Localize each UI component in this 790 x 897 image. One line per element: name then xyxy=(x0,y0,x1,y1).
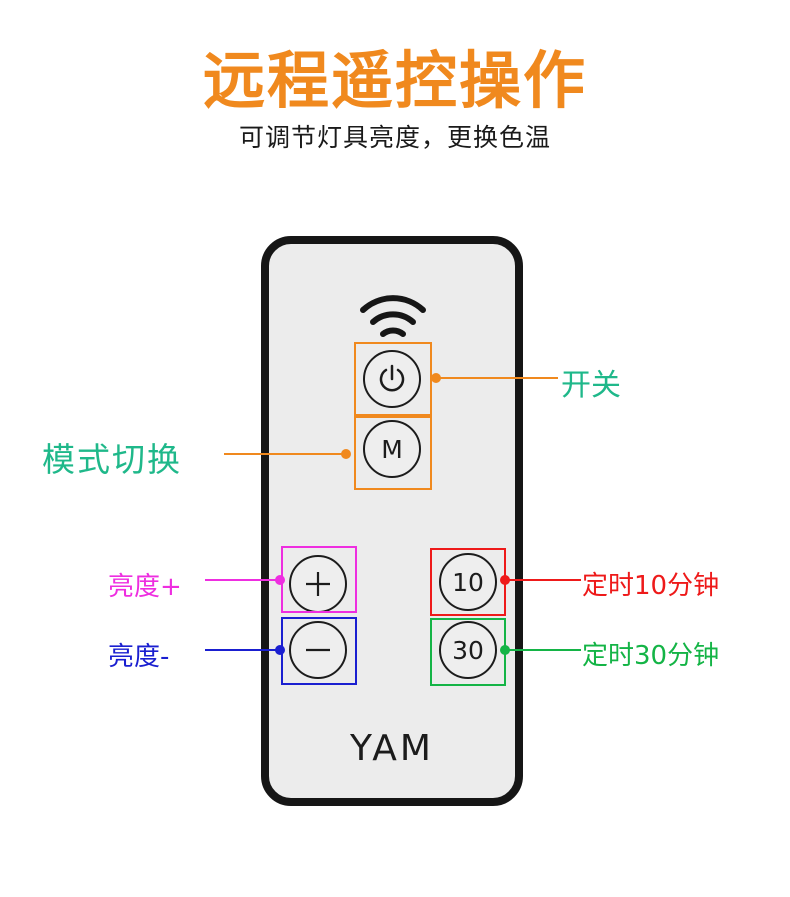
brightness-up-callout-label: 亮度+ xyxy=(108,572,182,602)
minus-icon xyxy=(306,648,330,652)
timer-10-callout-label: 定时10分钟 xyxy=(582,571,720,601)
brightness-up-callout-dot xyxy=(275,575,285,585)
timer-30-highlight-box xyxy=(430,618,506,686)
timer-10-label: 10 xyxy=(452,567,484,597)
mode-callout-line xyxy=(224,453,346,455)
page-title: 远程遥控操作 xyxy=(202,44,587,117)
mode-highlight-box xyxy=(354,416,432,490)
mode-button[interactable]: M xyxy=(363,420,421,478)
brightness-down-highlight-box xyxy=(281,617,357,685)
brightness-down-callout-line xyxy=(205,649,281,651)
brightness-down-button[interactable] xyxy=(289,621,347,679)
timer-10-callout-line xyxy=(505,579,581,581)
brightness-down-callout-dot xyxy=(275,645,285,655)
timer-30-button[interactable]: 30 xyxy=(439,621,497,679)
brand-label: YAM xyxy=(350,728,434,769)
power-callout-label: 开关 xyxy=(561,368,621,403)
brightness-up-callout-line xyxy=(205,579,281,581)
power-callout-line xyxy=(436,377,558,379)
mode-callout-label: 模式切换 xyxy=(42,440,182,479)
wifi-signal-icon xyxy=(360,295,426,337)
mode-button-label: M xyxy=(381,434,403,464)
timer-30-callout-label: 定时30分钟 xyxy=(582,641,720,671)
power-button[interactable] xyxy=(363,350,421,408)
power-highlight-box xyxy=(354,342,432,416)
brightness-up-button[interactable] xyxy=(289,555,347,613)
timer-10-highlight-box xyxy=(430,548,506,616)
page-subtitle: 可调节灯具亮度，更换色温 xyxy=(238,123,551,152)
plus-icon xyxy=(306,572,330,596)
brightness-down-callout-label: 亮度- xyxy=(108,642,170,672)
brightness-up-highlight-box xyxy=(281,546,357,613)
power-icon xyxy=(379,364,405,392)
mode-callout-dot xyxy=(341,449,351,459)
timer-30-callout-line xyxy=(505,649,581,651)
timer-30-label: 30 xyxy=(452,635,484,665)
timer-10-button[interactable]: 10 xyxy=(439,553,497,611)
